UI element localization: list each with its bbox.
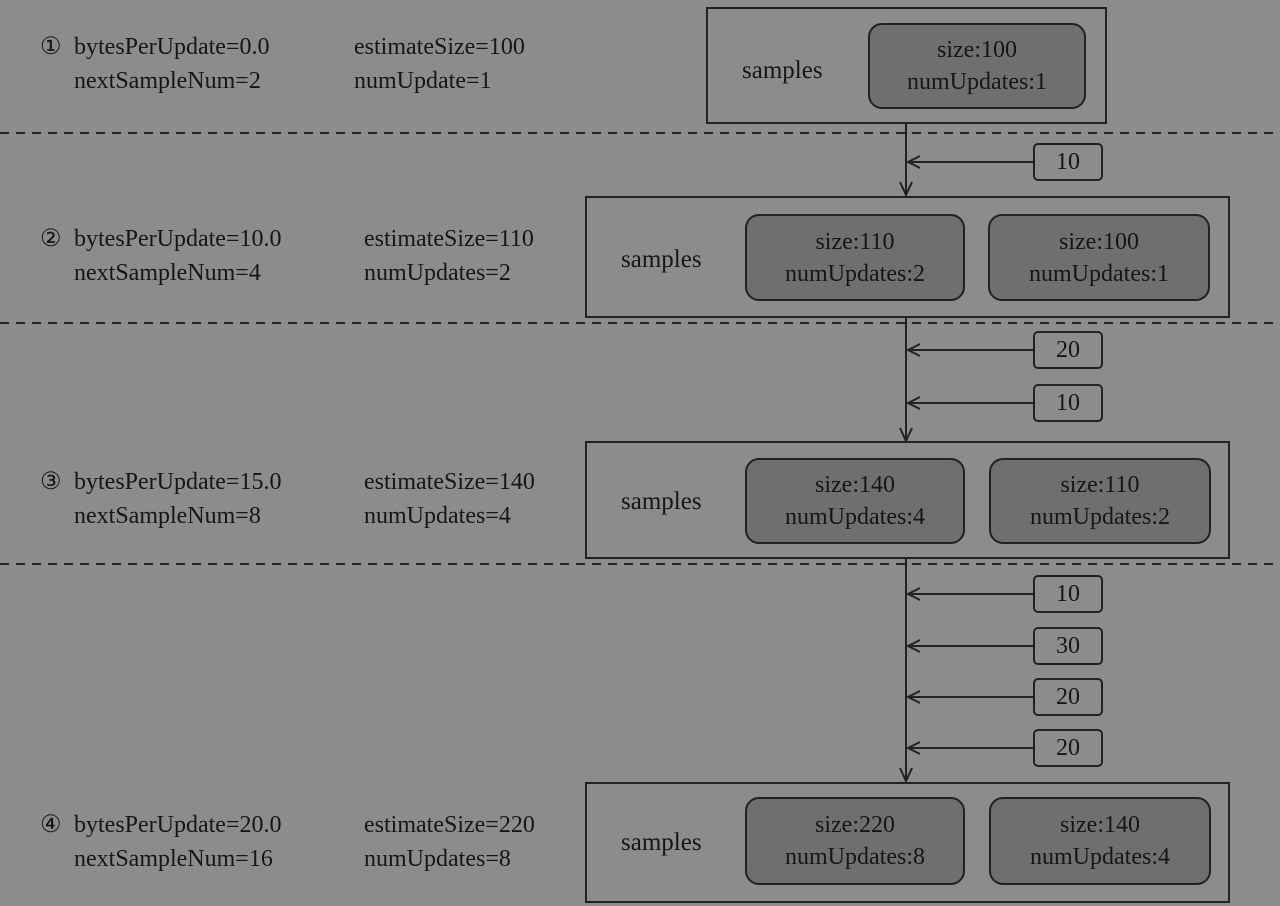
stage-2-next-sample-num: nextSampleNum=4 (74, 260, 261, 286)
update-arrowhead (905, 639, 921, 653)
stage-4-samples-label: samples (621, 829, 702, 856)
stage-2-estimate-size: estimateSize=110 (364, 226, 534, 252)
update-value-box: 20 (1033, 678, 1103, 716)
sample-num-updates: numUpdates:4 (1030, 844, 1170, 870)
stage-4-bytes-per-update: bytesPerUpdate=20.0 (74, 812, 282, 838)
update-arrowhead (905, 396, 921, 410)
stage-3-num-updates: numUpdates=4 (364, 503, 511, 529)
stage-4-next-sample-num: nextSampleNum=16 (74, 846, 273, 872)
stage-2-sample-2: size:100 numUpdates:1 (988, 214, 1210, 301)
stage-1-estimate-size: estimateSize=100 (354, 34, 525, 60)
stage-4-info: ④ bytesPerUpdate=20.0 estimateSize=220 nex… (40, 808, 535, 876)
stage-2-samples-label: samples (621, 246, 702, 273)
stage-3-next-sample-num: nextSampleNum=8 (74, 503, 261, 529)
update-arrowhead (905, 155, 921, 169)
update-value-box: 20 (1033, 331, 1103, 369)
stage-3-samples-panel: samples size:140 numUpdates:4 size:110 n… (585, 441, 1230, 559)
stage-3-bytes-per-update: bytesPerUpdate=15.0 (74, 469, 282, 495)
stage-3-sample-2: size:110 numUpdates:2 (989, 458, 1211, 544)
update-arrowhead (905, 587, 921, 601)
update-value-box: 30 (1033, 627, 1103, 665)
update-arrowhead (905, 690, 921, 704)
stage-1-samples-label: samples (742, 57, 823, 84)
stage-1-marker: ① (40, 34, 62, 60)
update-value-box: 10 (1033, 384, 1103, 422)
sample-num-updates: numUpdates:4 (785, 504, 925, 530)
stage-2-num-updates: numUpdates=2 (364, 260, 511, 286)
sample-num-updates: numUpdates:1 (1029, 260, 1169, 287)
update-value-box: 20 (1033, 729, 1103, 767)
sample-num-updates: numUpdates:2 (785, 260, 925, 287)
update-value-box: 10 (1033, 575, 1103, 613)
sample-size: size:100 (937, 37, 1017, 63)
stage-3-samples-label: samples (621, 488, 702, 515)
update-arrowhead (905, 343, 921, 357)
sample-size: size:110 (815, 228, 895, 255)
stage-3-info: ③ bytesPerUpdate=15.0 estimateSize=140 nex… (40, 465, 535, 533)
sample-size: size:110 (1060, 472, 1140, 498)
stage-1-num-updates: numUpdate=1 (354, 68, 492, 94)
update-value-box: 10 (1033, 143, 1103, 181)
update-arrowhead (905, 741, 921, 755)
stage-2-info: ② bytesPerUpdate=10.0 estimateSize=110 nex… (40, 222, 534, 290)
stage-4-estimate-size: estimateSize=220 (364, 812, 535, 838)
stage-4-sample-2: size:140 numUpdates:4 (989, 797, 1211, 885)
stage-2-sample-1: size:110 numUpdates:2 (745, 214, 965, 301)
flow-arrowhead-3 (899, 767, 913, 784)
sample-size: size:140 (1060, 812, 1140, 838)
stage-1-next-sample-num: nextSampleNum=2 (74, 68, 261, 94)
stage-4-marker: ④ (40, 812, 62, 838)
sample-num-updates: numUpdates:2 (1030, 504, 1170, 530)
stage-4-num-updates: numUpdates=8 (364, 846, 511, 872)
sample-num-updates: numUpdates:1 (907, 69, 1047, 95)
stage-4-sample-1: size:220 numUpdates:8 (745, 797, 965, 885)
stage-2-marker: ② (40, 226, 62, 252)
stage-1-info: ① bytesPerUpdate=0.0 estimateSize=100 next… (40, 30, 525, 98)
sample-size: size:100 (1059, 228, 1139, 255)
stage-1-bytes-per-update: bytesPerUpdate=0.0 (74, 34, 270, 60)
stage-4-samples-panel: samples size:220 numUpdates:8 size:140 n… (585, 782, 1230, 903)
sample-num-updates: numUpdates:8 (785, 844, 925, 870)
stage-3-sample-1: size:140 numUpdates:4 (745, 458, 965, 544)
stage-2-bytes-per-update: bytesPerUpdate=10.0 (74, 226, 282, 252)
stage-2-samples-panel: samples size:110 numUpdates:2 size:100 n… (585, 196, 1230, 318)
sample-size: size:220 (815, 812, 895, 838)
stage-1-samples-panel: samples size:100 numUpdates:1 (706, 7, 1107, 124)
stage-3-estimate-size: estimateSize=140 (364, 469, 535, 495)
stage-3-marker: ③ (40, 469, 62, 495)
stage-1-sample-1: size:100 numUpdates:1 (868, 23, 1086, 109)
sample-size: size:140 (815, 472, 895, 498)
flow-arrowhead-1 (899, 181, 913, 198)
